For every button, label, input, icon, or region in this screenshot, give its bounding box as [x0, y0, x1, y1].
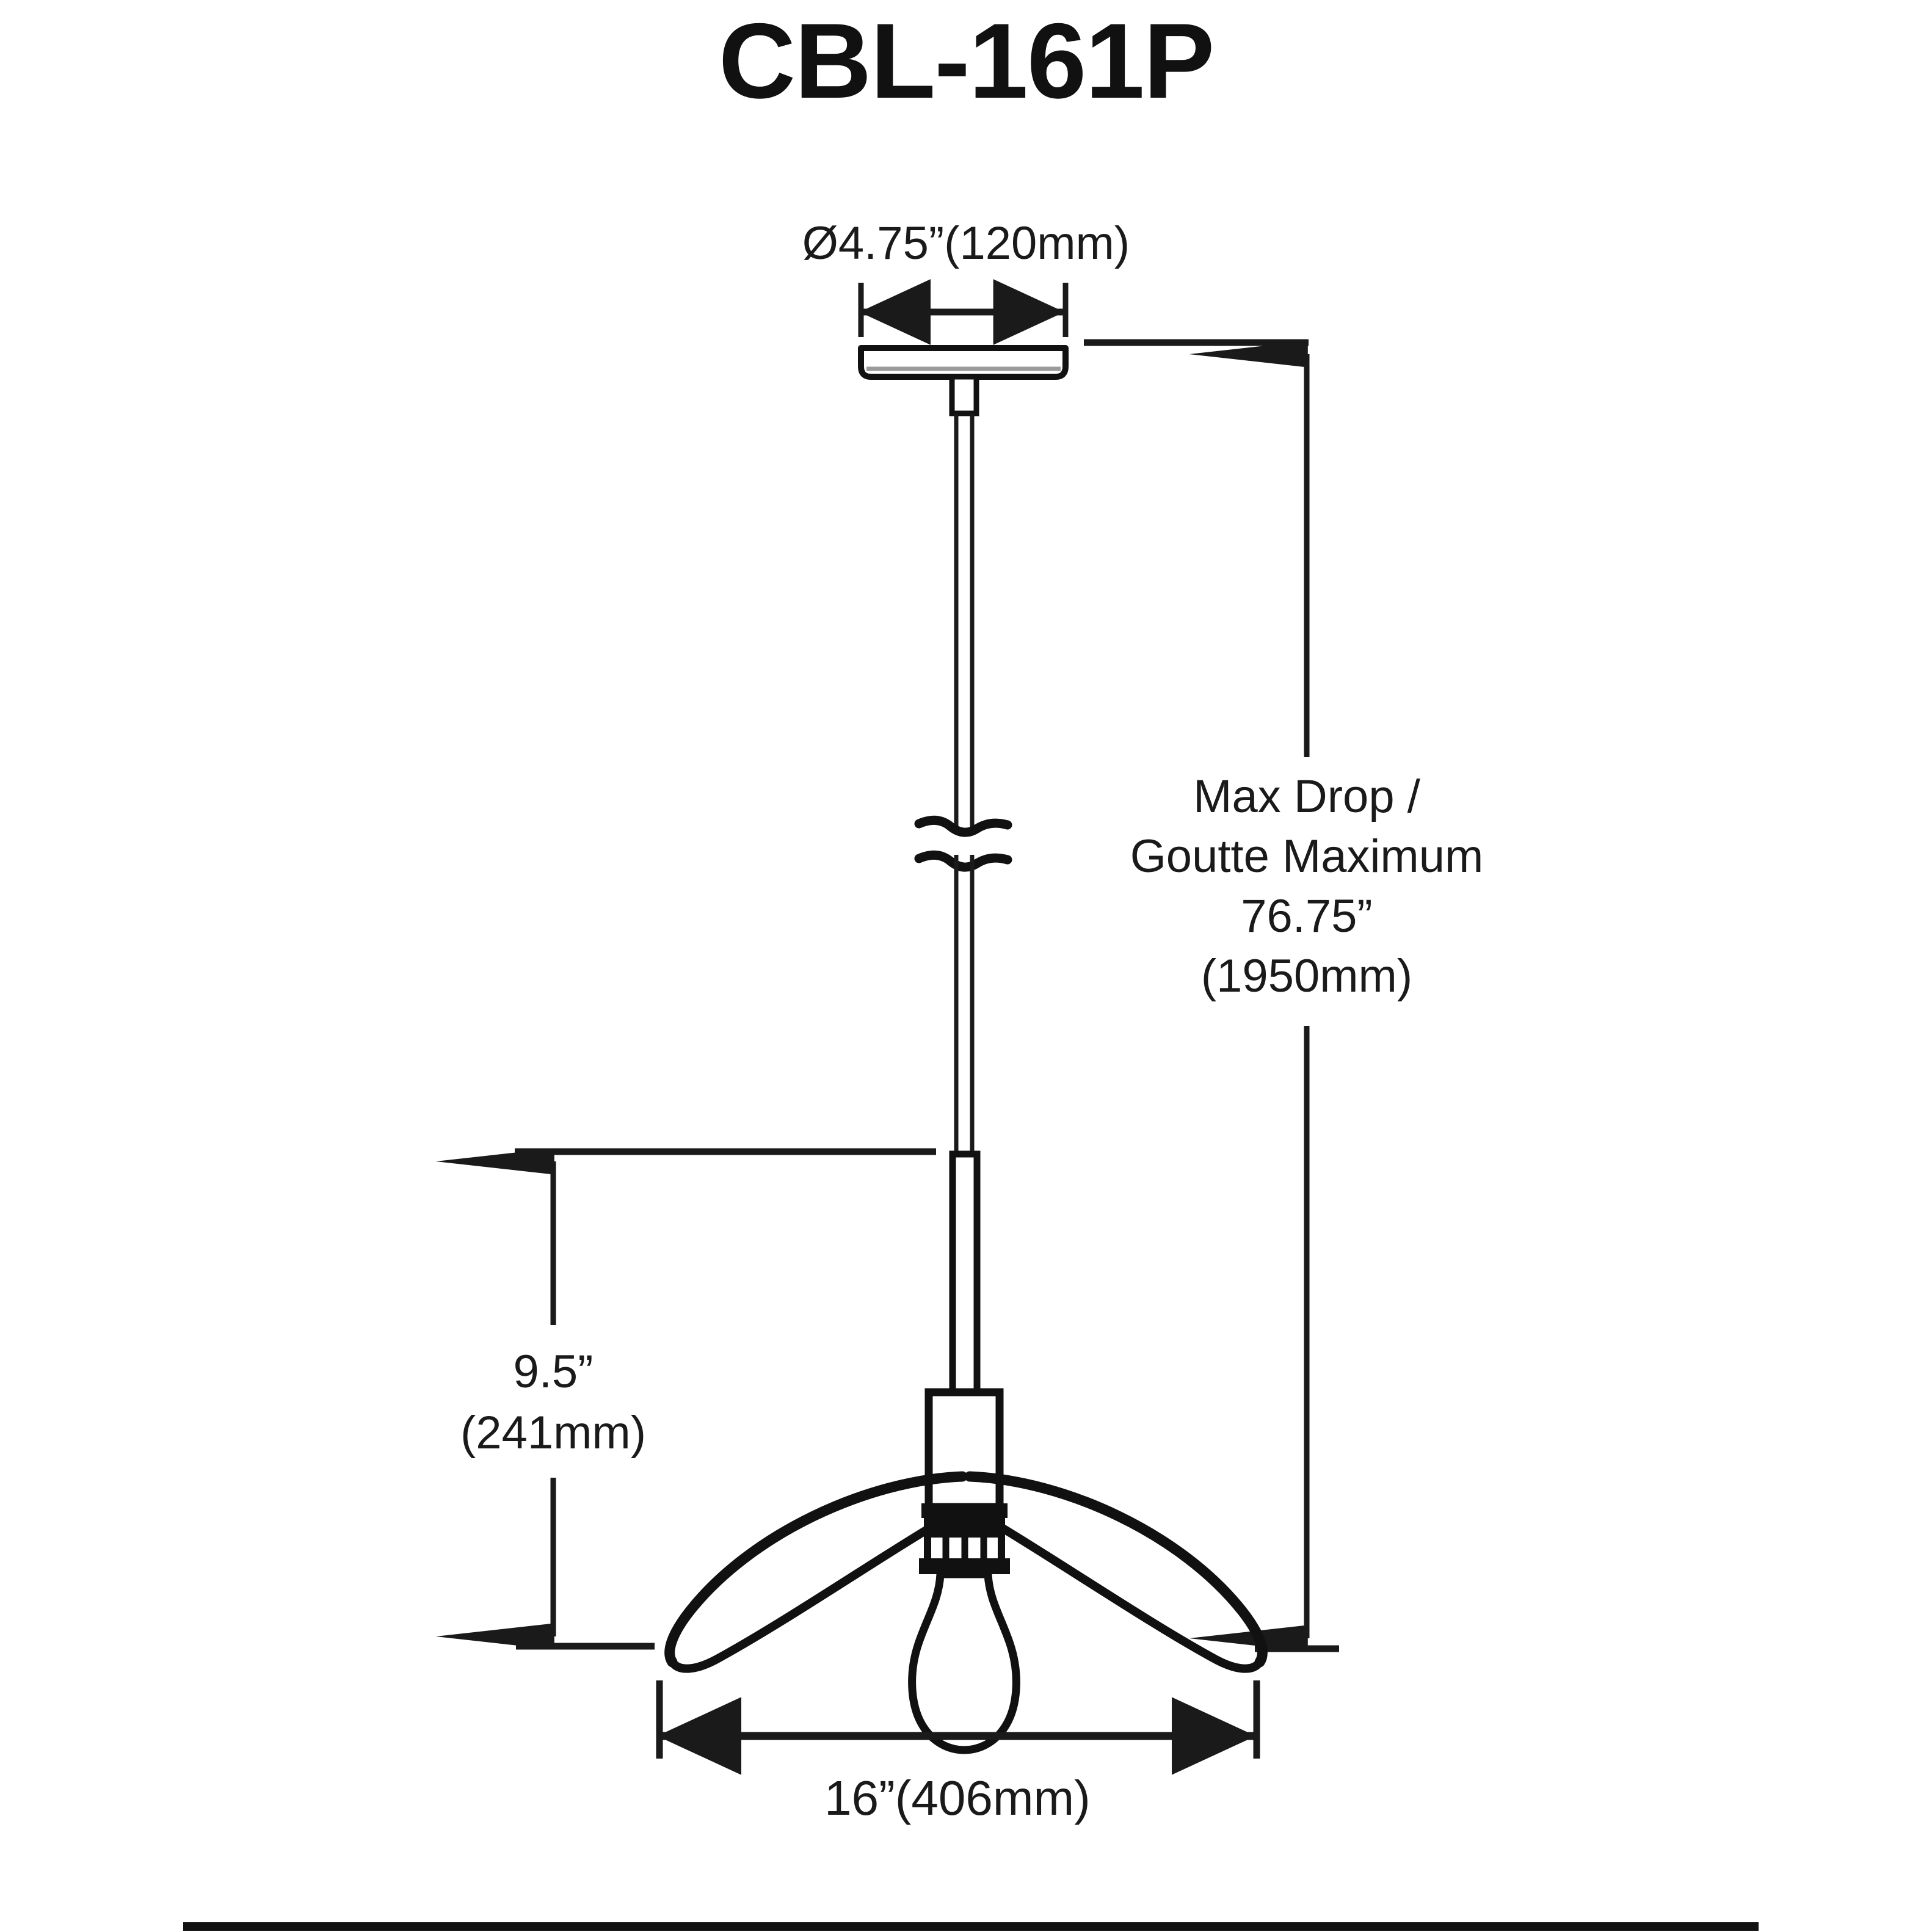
suspension-rod-bottom-tube — [949, 1150, 981, 1396]
bulb — [908, 1570, 1020, 1754]
shade-height-label-line2: (241mm) — [460, 1407, 646, 1459]
suspension-rod-upper — [954, 413, 975, 827]
shade-width-dimension: 16”(406mm) — [656, 1680, 1260, 1825]
shade-width-label: 16”(406mm) — [824, 1771, 1091, 1825]
shade-height-label-line1: 9.5” — [514, 1346, 594, 1398]
page-title: CBL-161P — [719, 2, 1214, 121]
socket-collar — [919, 1518, 1010, 1574]
canopy-diameter-dimension: Ø4.75”(120mm) — [802, 217, 1130, 345]
break-symbol — [914, 815, 1012, 872]
max-drop-label-line3: 76.75” — [1241, 890, 1373, 942]
socket-housing — [921, 1388, 1008, 1518]
max-drop-label-line2: Goutte Maximum — [1130, 830, 1484, 882]
stem-connector — [949, 374, 979, 416]
shade — [664, 1471, 1268, 1673]
max-drop-dimension: Max Drop / Goutte Maximum 76.75” (1950mm… — [1084, 339, 1484, 1652]
max-drop-label-line1: Max Drop / — [1193, 771, 1421, 823]
suspension-rod-lower — [954, 855, 975, 1153]
shade-height-dimension: 9.5” (241mm) — [435, 1148, 936, 1650]
canopy-diameter-label: Ø4.75”(120mm) — [802, 217, 1130, 269]
ceiling-canopy — [858, 345, 1069, 380]
max-drop-label-line4: (1950mm) — [1201, 950, 1412, 1002]
